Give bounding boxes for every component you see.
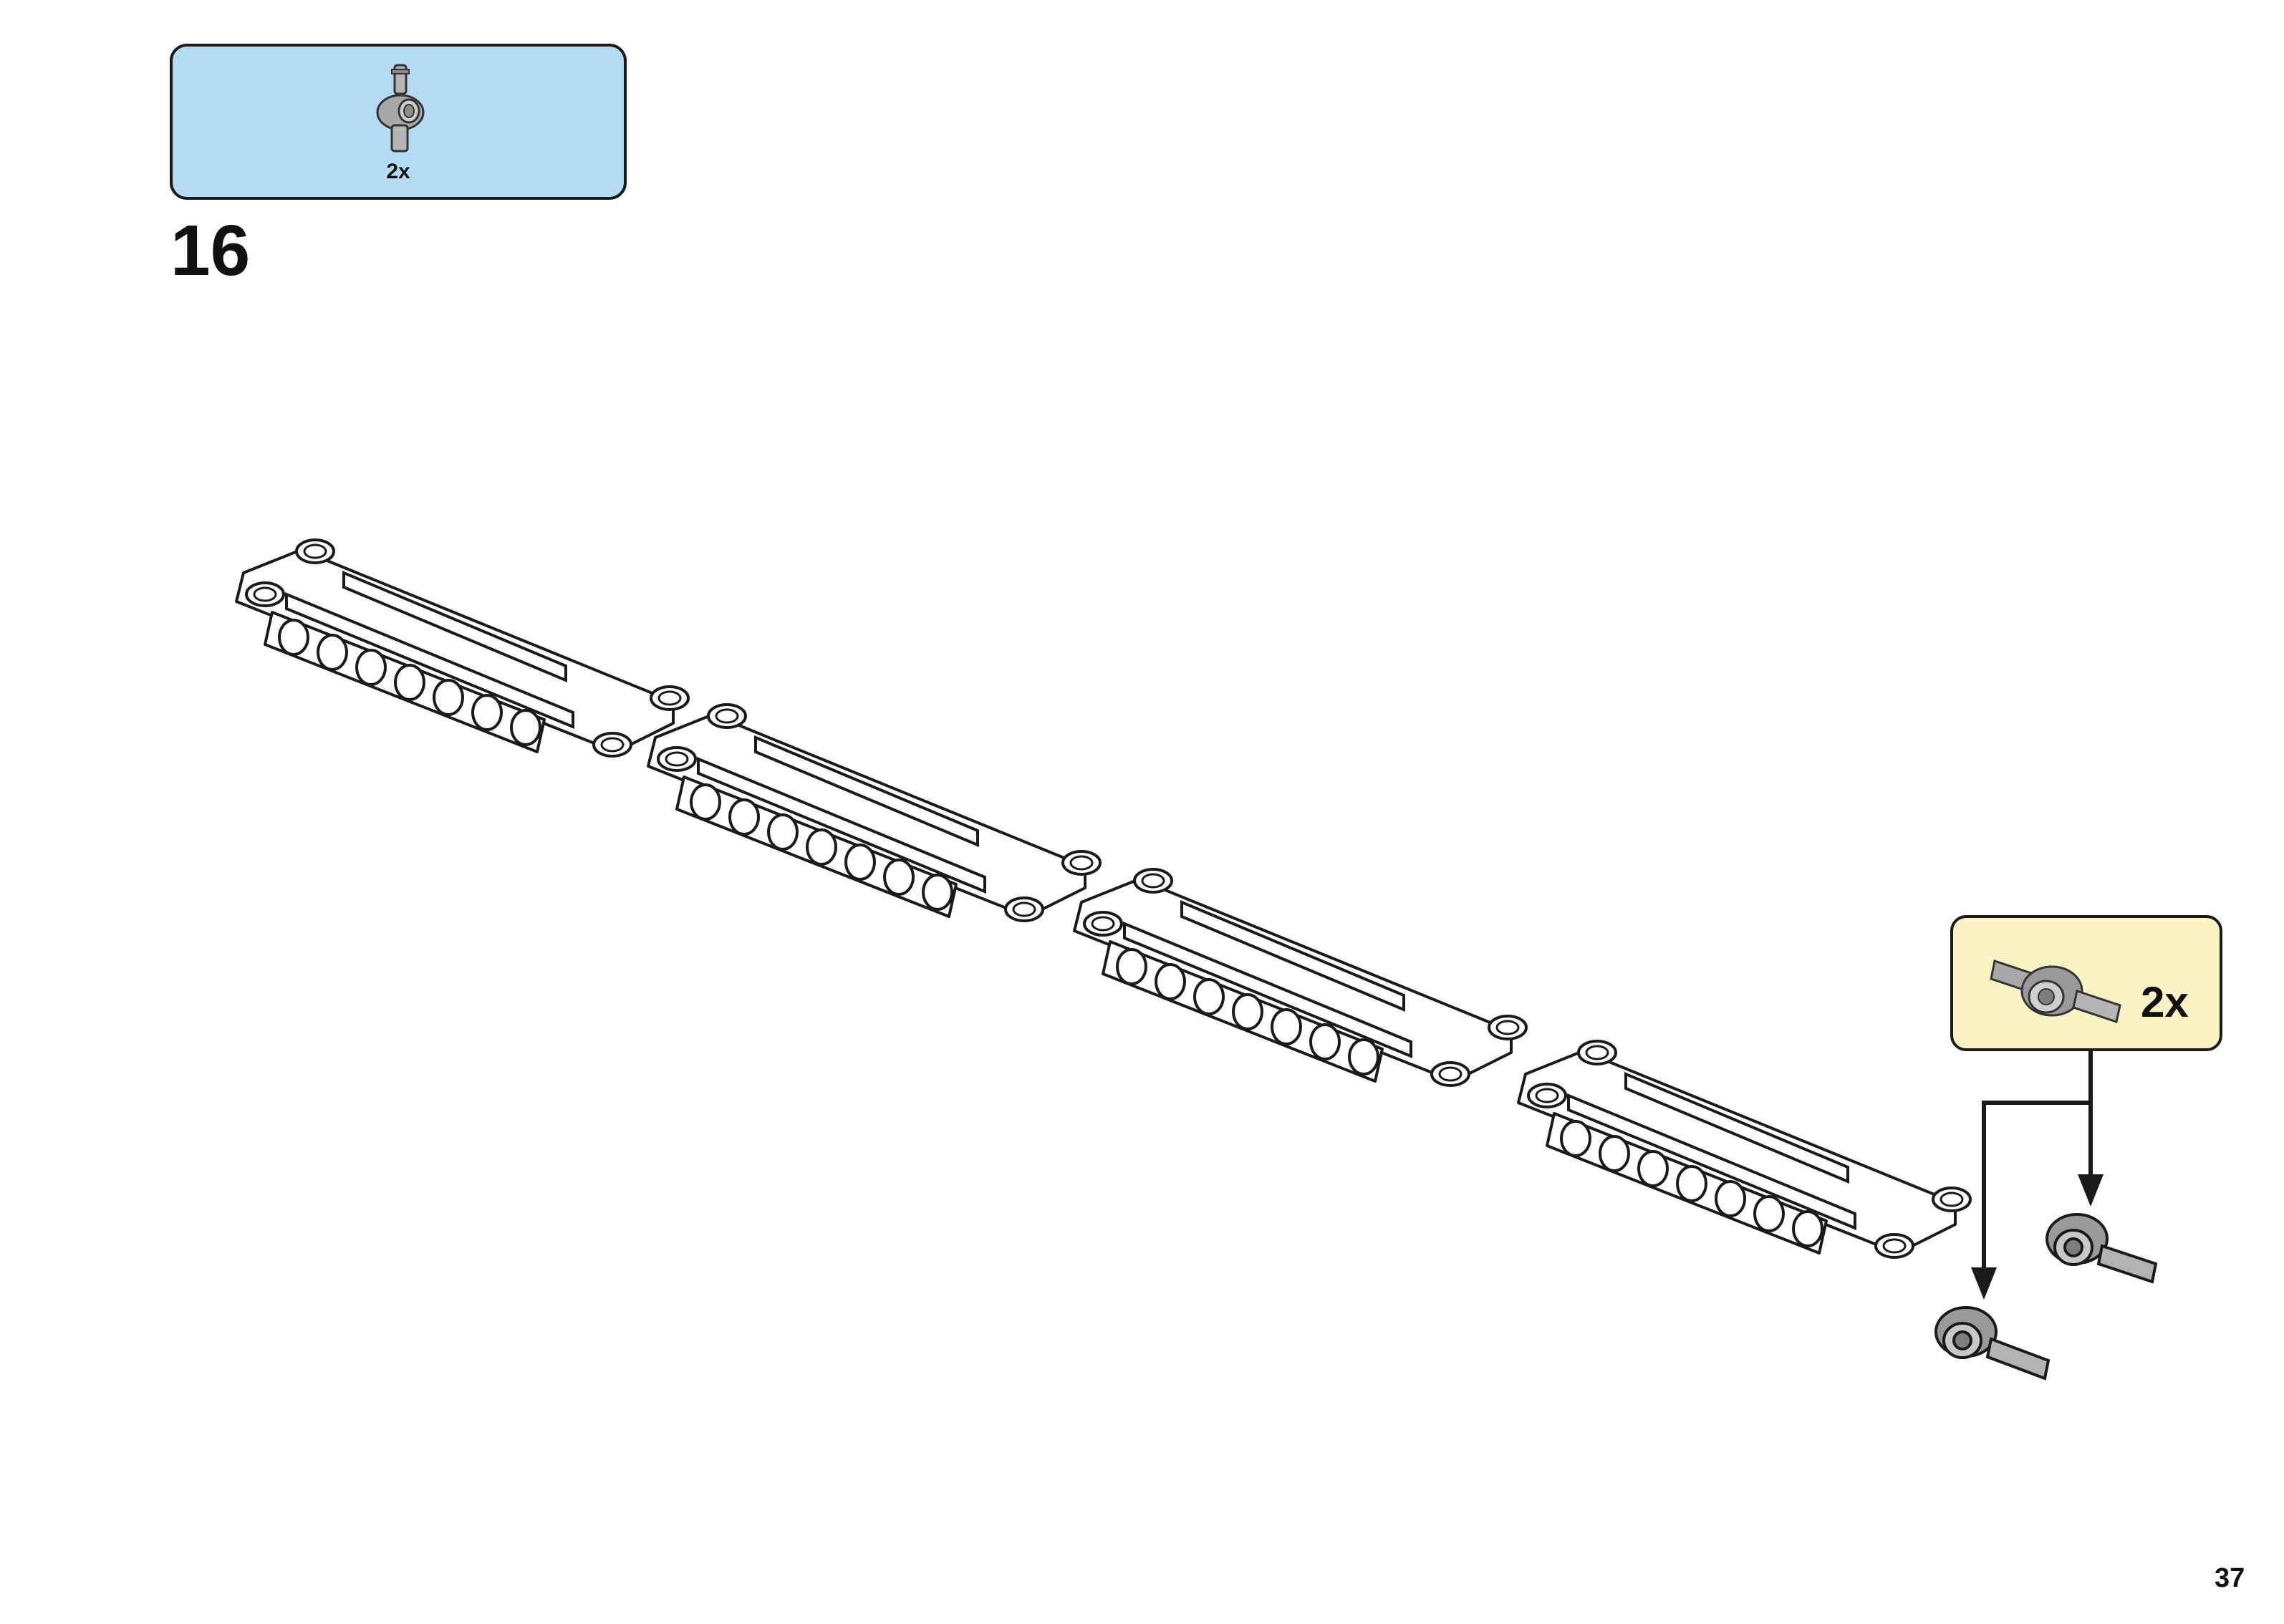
callout-quantity: 2x <box>2141 981 2189 1024</box>
page-number: 37 <box>2215 1563 2245 1594</box>
connector-pin-placed <box>2047 1214 2156 1282</box>
callout-box: 2x <box>1950 915 2222 1051</box>
connector-pin-placed <box>1936 1308 2048 1378</box>
connector-pin-icon <box>1980 939 2131 1029</box>
